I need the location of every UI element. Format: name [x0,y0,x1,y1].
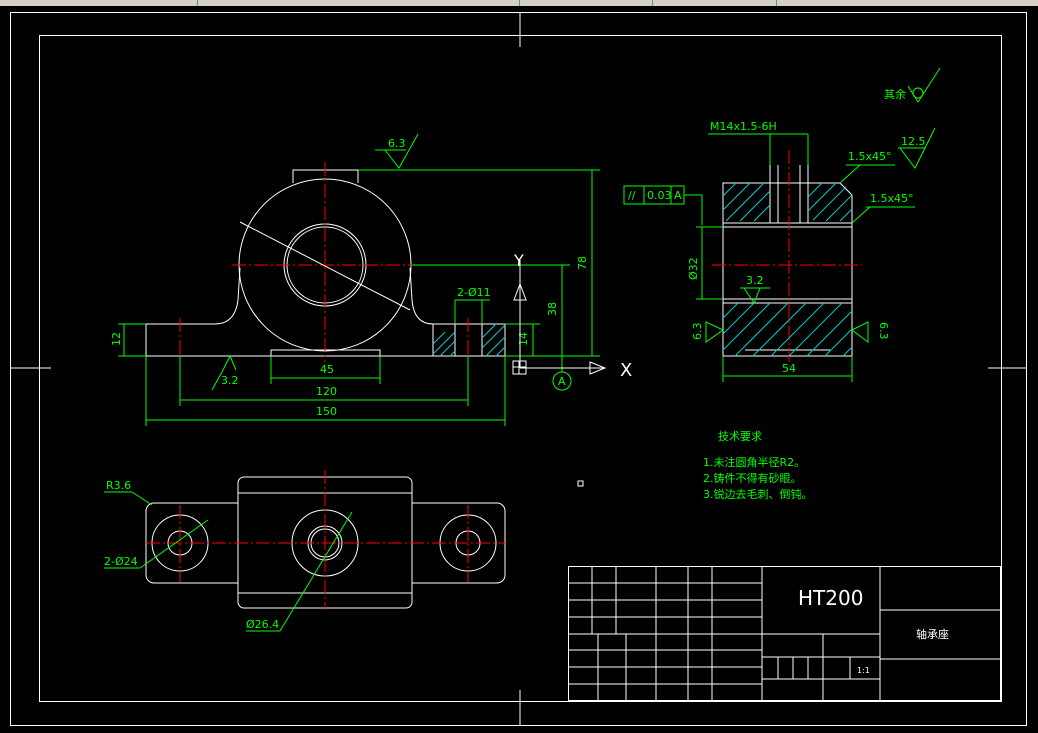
dim-roughness-bottom: 3.2 [221,374,239,387]
dim-diameter-26-4: Ø26.4 [246,618,279,631]
part-name: 轴承座 [916,627,949,641]
axis-x-label: X [620,360,632,381]
dim-54: 54 [782,362,796,375]
window-top-bar [0,0,1038,6]
note-item-1: 1.未注圆角半径R2。 [703,455,805,469]
dim-radius: R3.6 [106,479,131,492]
front-view-dimensions: 6.3 78 38 14 2-Ø11 12 3.2 45 [110,133,600,426]
top-view [145,470,506,610]
corner-note: 其余 [884,87,906,101]
dim-45: 45 [320,363,334,376]
dim-38: 38 [546,302,559,316]
front-view [145,162,506,362]
dim-bore: Ø32 [687,257,700,280]
drawing-frame [10,12,1027,726]
scale-label: 1:1 [857,666,870,675]
dim-roughness-left: 6.3 [691,323,704,341]
dim-roughness-bore: 3.2 [746,274,764,287]
tolerance-symbol: // [628,189,636,202]
note-item-2: 2.铸件不得有砂眼。 [703,471,802,485]
side-view-dimensions: M14x1.5-6H 1.5x45° 技术要求 1.5x45° 12.5 // … [623,67,941,382]
dim-2-holes-24: 2-Ø24 [104,555,138,568]
tolerance-datum: A [674,189,682,202]
side-view [712,150,862,366]
dim-thread: M14x1.5-6H [710,120,777,133]
notes-title: 技术要求 [718,430,762,443]
dim-120: 120 [316,385,337,398]
dim-roughness-right: 6.3 [877,322,890,340]
tolerance-value: 0.03 [647,189,672,202]
dim-roughness-12-5: 12.5 [901,135,926,148]
dim-78: 78 [576,256,589,270]
note-item-3: 3.锐边去毛刺、倒钝。 [703,487,813,501]
ucs-icon: Y X [512,251,632,381]
cad-drawing-canvas[interactable]: 6.3 78 38 14 2-Ø11 12 3.2 45 [0,6,1038,733]
dim-14: 14 [517,332,530,346]
datum-a-label: A [558,375,566,388]
axis-y-label: Y [513,251,524,270]
top-view-dimensions: R3.6 2-Ø24 Ø26.4 [104,479,353,632]
dim-chamfer-1: 1.5x45° [848,150,892,163]
technical-notes: 技术要求 1.未注圆角半径R2。 2.铸件不得有砂眼。 3.锐边去毛刺、倒钝。 [577,430,813,501]
dim-chamfer-2: 1.5x45° [870,192,914,205]
title-block: HT200 轴承座 1:1 [568,566,1001,701]
dim-12: 12 [110,332,123,346]
dim-2-holes-11: 2-Ø11 [457,286,491,299]
material-label: HT200 [798,586,863,610]
dim-150: 150 [316,405,337,418]
dim-roughness-top: 6.3 [388,137,406,150]
